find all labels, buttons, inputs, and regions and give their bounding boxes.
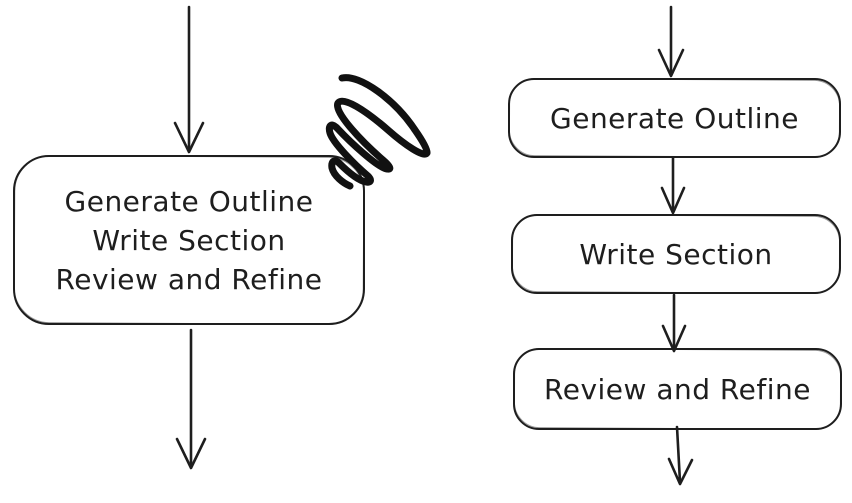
arrow-into-generate-outline-icon bbox=[657, 5, 685, 78]
flow-box-combined-steps: Generate Outline Write Section Review an… bbox=[13, 155, 365, 325]
flow-box-generate-outline: Generate Outline bbox=[508, 78, 841, 158]
arrow-out-of-combined-box-icon bbox=[175, 328, 207, 470]
generate-outline-label: Generate Outline bbox=[550, 101, 799, 135]
write-section-label: Write Section bbox=[579, 237, 773, 271]
combined-box-line-1: Generate Outline bbox=[64, 184, 314, 218]
review-refine-label: Review and Refine bbox=[544, 372, 811, 406]
flow-box-write-section: Write Section bbox=[511, 214, 841, 294]
arrow-write-to-review-icon bbox=[661, 293, 687, 353]
combined-box-line-2: Write Section bbox=[92, 223, 286, 257]
combined-box-line-3: Review and Refine bbox=[55, 262, 323, 296]
arrow-into-combined-box-icon bbox=[173, 5, 205, 154]
arrow-out-of-review-icon bbox=[667, 425, 694, 486]
flow-box-review-refine: Review and Refine bbox=[513, 348, 842, 430]
arrow-generate-to-write-icon bbox=[660, 156, 686, 215]
